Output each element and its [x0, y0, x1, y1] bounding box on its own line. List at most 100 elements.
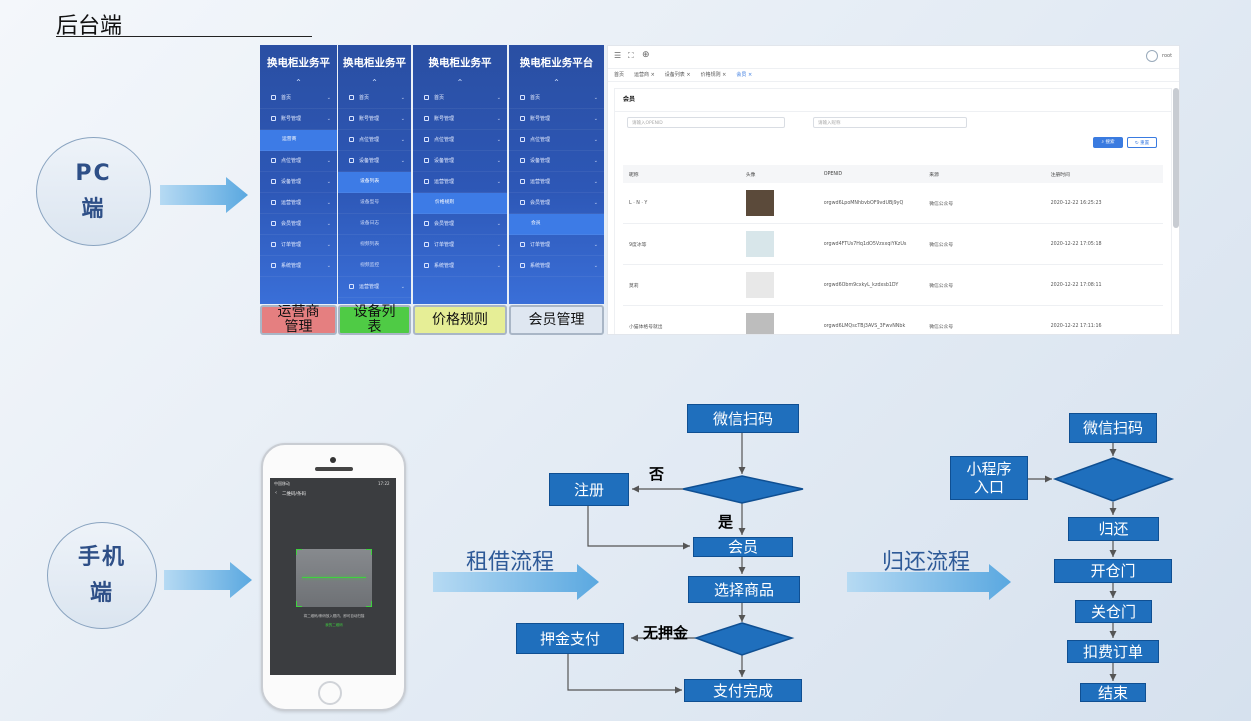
sidebar-item[interactable]: 账号管理⌄ [338, 109, 411, 130]
rent-scan-box: 微信扫码 [687, 404, 799, 433]
sidebar-item[interactable]: 首页⌄ [413, 88, 507, 109]
sidebar-item[interactable]: 首页⌄ [338, 88, 411, 109]
sidebar-item-label: 设备管理 [434, 158, 455, 164]
sidebar-item[interactable]: 会员 [509, 214, 604, 235]
open-door-box: 开仓门 [1054, 559, 1172, 583]
pc-arrow-icon [160, 177, 248, 213]
scan-nav-title: 二维码/条码 [282, 492, 307, 497]
scrollbar[interactable] [1173, 88, 1179, 228]
sidebar-item[interactable]: 设备管理⌄ [413, 151, 507, 172]
sidebar-item[interactable]: 点位管理⌄ [413, 130, 507, 151]
no-deposit-label: 无押金 [643, 624, 689, 642]
sidebar-item[interactable]: 账号管理⌄ [509, 109, 604, 130]
menu-icon [271, 242, 276, 247]
sidebar-item[interactable]: 首页⌄ [509, 88, 604, 109]
sidebar-item[interactable]: 价格规则 [413, 193, 507, 214]
tab[interactable]: 运营商 × [634, 72, 655, 78]
sidebar-item[interactable]: 运营商 [260, 130, 337, 151]
sidebar-item[interactable]: 系统管理⌄ [509, 256, 604, 277]
sidebar-item[interactable]: 订单管理⌄ [509, 235, 604, 256]
reset-button[interactable]: ↻ 重置 [1127, 137, 1157, 148]
menu-icon [424, 116, 429, 121]
scan-line [302, 577, 366, 578]
sidebar-item[interactable]: 视频列表 [338, 235, 411, 256]
nickname-search-input[interactable]: 请输入昵称 [813, 117, 967, 128]
tab[interactable]: 设备列表 × [664, 72, 691, 78]
nickname-cell: 9度冰等 [623, 223, 740, 265]
phone-screen: 中国移动 17:22 ‹ 二维码/条码 将二维码/条码放入框内，即可自动扫描 我… [270, 478, 396, 675]
deposit-pay-box: 押金支付 [516, 623, 624, 654]
globe-icon[interactable]: ⊕ [642, 50, 650, 60]
sidebar-item[interactable]: 设备管理⌄ [509, 151, 604, 172]
sidebar-item[interactable]: 设备管理⌄ [338, 151, 411, 172]
table-row[interactable]: L · N · Y orgwd6LpoMNhbvbOF9vdUBj9yQ 微信公… [623, 183, 1163, 224]
menu-icon [271, 116, 276, 121]
column-header: 注册时间 [1044, 165, 1163, 183]
sidebar-item-label: 运营管理 [434, 179, 455, 185]
chevron-down-icon: ⌄ [400, 284, 405, 290]
sidebar-item[interactable]: 点位管理⌄ [338, 130, 411, 151]
table-row[interactable]: 小猫体格号就出 orgwd6LMQscTBj3AVS_3FwvNNbk 微信公众… [623, 305, 1163, 334]
sidebar-item[interactable]: 账号管理⌄ [413, 109, 507, 130]
chevron-down-icon: ⌄ [400, 116, 405, 122]
sidebar-item[interactable]: 运营管理⌄ [260, 193, 337, 214]
search-button-label: 搜索 [1105, 140, 1115, 145]
my-qrcode-link[interactable]: 我的二维码 [325, 623, 343, 627]
fullscreen-icon[interactable]: ⛶ [628, 51, 634, 60]
sidebar-item[interactable]: 设备管理⌄ [260, 172, 337, 193]
openid-search-input[interactable]: 请输入OPENID [627, 117, 785, 128]
end-box: 结束 [1080, 683, 1146, 702]
sidebar-item[interactable]: 首页⌄ [260, 88, 337, 109]
return-scan-box: 微信扫码 [1069, 413, 1157, 443]
sidebar-item-label: 会员 [531, 221, 541, 226]
menu-icon [424, 221, 429, 226]
chevron-down-icon: ⌄ [496, 179, 501, 185]
sidebar-item[interactable]: 系统管理⌄ [260, 256, 337, 277]
sidebar-item[interactable]: 视频监控 [338, 256, 411, 277]
reset-button-label: 重置 [1140, 141, 1150, 146]
return-flow-arrow-icon [847, 564, 1011, 600]
tab[interactable]: 价格规则 × [700, 72, 727, 78]
menu-icon [349, 284, 354, 289]
sidebar-item[interactable]: 系统管理⌄ [413, 256, 507, 277]
sidebar-item[interactable]: 会员管理⌄ [413, 214, 507, 235]
sidebar-item[interactable]: 点位管理⌄ [509, 130, 604, 151]
sidebar-item[interactable]: 设备列表 [338, 172, 411, 193]
sidebar-item[interactable]: 订单管理⌄ [413, 235, 507, 256]
search-button[interactable]: ⌕ 搜索 [1093, 137, 1123, 148]
sidebar-item-label: 设备列表 [360, 179, 380, 184]
sidebar-item-label: 视频列表 [360, 242, 380, 247]
status-carrier: 中国移动 [274, 481, 290, 486]
sidebar-item[interactable]: 订单管理⌄ [260, 235, 337, 256]
avatar[interactable] [1146, 50, 1158, 62]
back-icon[interactable]: ‹ [275, 490, 277, 496]
menu-icon [271, 200, 276, 205]
sidebar-item[interactable]: 设备型号 [338, 193, 411, 214]
menu-fold-icon[interactable]: ☰ [614, 51, 622, 60]
menu-icon [424, 179, 429, 184]
sidebar-item[interactable]: 设备日志 [338, 214, 411, 235]
home-button[interactable] [318, 681, 342, 705]
sidebar-item[interactable]: 会员管理⌄ [260, 214, 337, 235]
sidebar-item[interactable]: 运营管理 ⌄ [413, 172, 507, 193]
chevron-down-icon: ⌄ [400, 95, 405, 101]
table-row[interactable]: 莫莉 orgwd6Obm9cxkyL_kzdxsb1DY 微信公众号 2020-… [623, 264, 1163, 306]
sidebar-caption: 会员管理 [509, 305, 604, 335]
menu-icon [349, 158, 354, 163]
card-title: 会员 [615, 89, 1171, 112]
menu-icon [271, 221, 276, 226]
sidebar-item[interactable]: 账号管理⌄ [260, 109, 337, 130]
avatar [745, 231, 774, 257]
section-title: 后台端 [56, 14, 123, 39]
table-row[interactable]: 9度冰等 orgwd4FTUs7Hq1dO5VzxxqiYKzUs 微信公众号 … [623, 223, 1163, 265]
logo-icon: ⌃ [553, 78, 560, 87]
tab[interactable]: 首页 [614, 72, 625, 78]
sidebar-item[interactable]: 运营管理⌄ [338, 277, 411, 298]
tab[interactable]: 会员 × [736, 72, 753, 78]
sidebar-item-label: 首页 [434, 95, 445, 101]
sidebar-item-label: 系统管理 [434, 263, 455, 269]
sidebar-item[interactable]: 会员管理⌄ [509, 193, 604, 214]
sidebar-item[interactable]: 运营管理⌄ [509, 172, 604, 193]
sidebar-item[interactable]: 点位管理⌄ [260, 151, 337, 172]
